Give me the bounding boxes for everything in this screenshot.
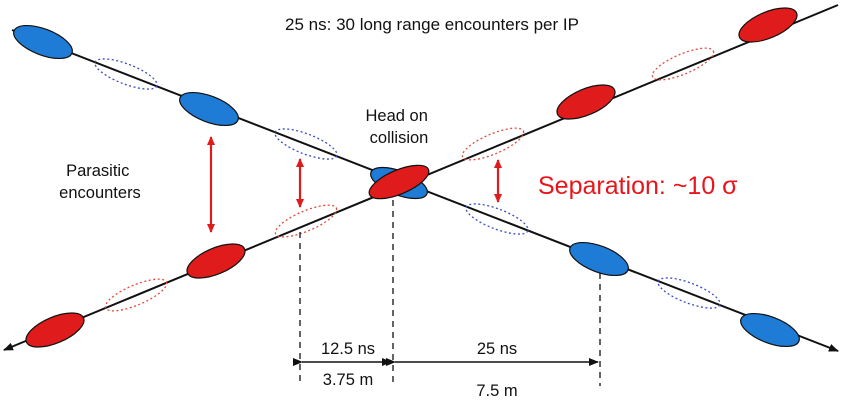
half-time-label: 12.5 ns <box>321 340 375 358</box>
half-distance-label: 3.75 m <box>323 371 373 389</box>
red-bunch <box>186 243 246 279</box>
full-distance-label: 7.5 m <box>476 382 517 400</box>
encounter-ellipse-blue <box>465 203 529 235</box>
blue-bunch <box>179 91 239 127</box>
head-on-red-bunch <box>368 164 430 200</box>
head-on-label: Head on collision <box>366 107 433 147</box>
parasitic-label: Parasitic encounters <box>59 162 141 202</box>
title: 25 ns: 30 long range encounters per IP <box>285 15 579 34</box>
encounter-ellipse-blue <box>657 277 721 309</box>
red-bunch <box>556 84 616 120</box>
blue-bunch <box>13 24 73 60</box>
encounter-ellipse-red <box>461 127 525 161</box>
encounter-ellipse-blue <box>274 128 338 160</box>
blue-bunch <box>569 241 629 277</box>
encounter-ellipse-red <box>651 47 715 81</box>
encounter-ellipse-blue <box>94 58 158 90</box>
red-bunch <box>25 312 85 348</box>
full-time-label: 25 ns <box>477 340 517 358</box>
encounter-ellipse-red <box>104 278 168 312</box>
red-bunch <box>738 7 798 43</box>
separation-label: Separation: ~10 σ <box>538 172 738 200</box>
blue-bunch <box>740 312 800 348</box>
encounter-ellipse-red <box>274 204 338 238</box>
